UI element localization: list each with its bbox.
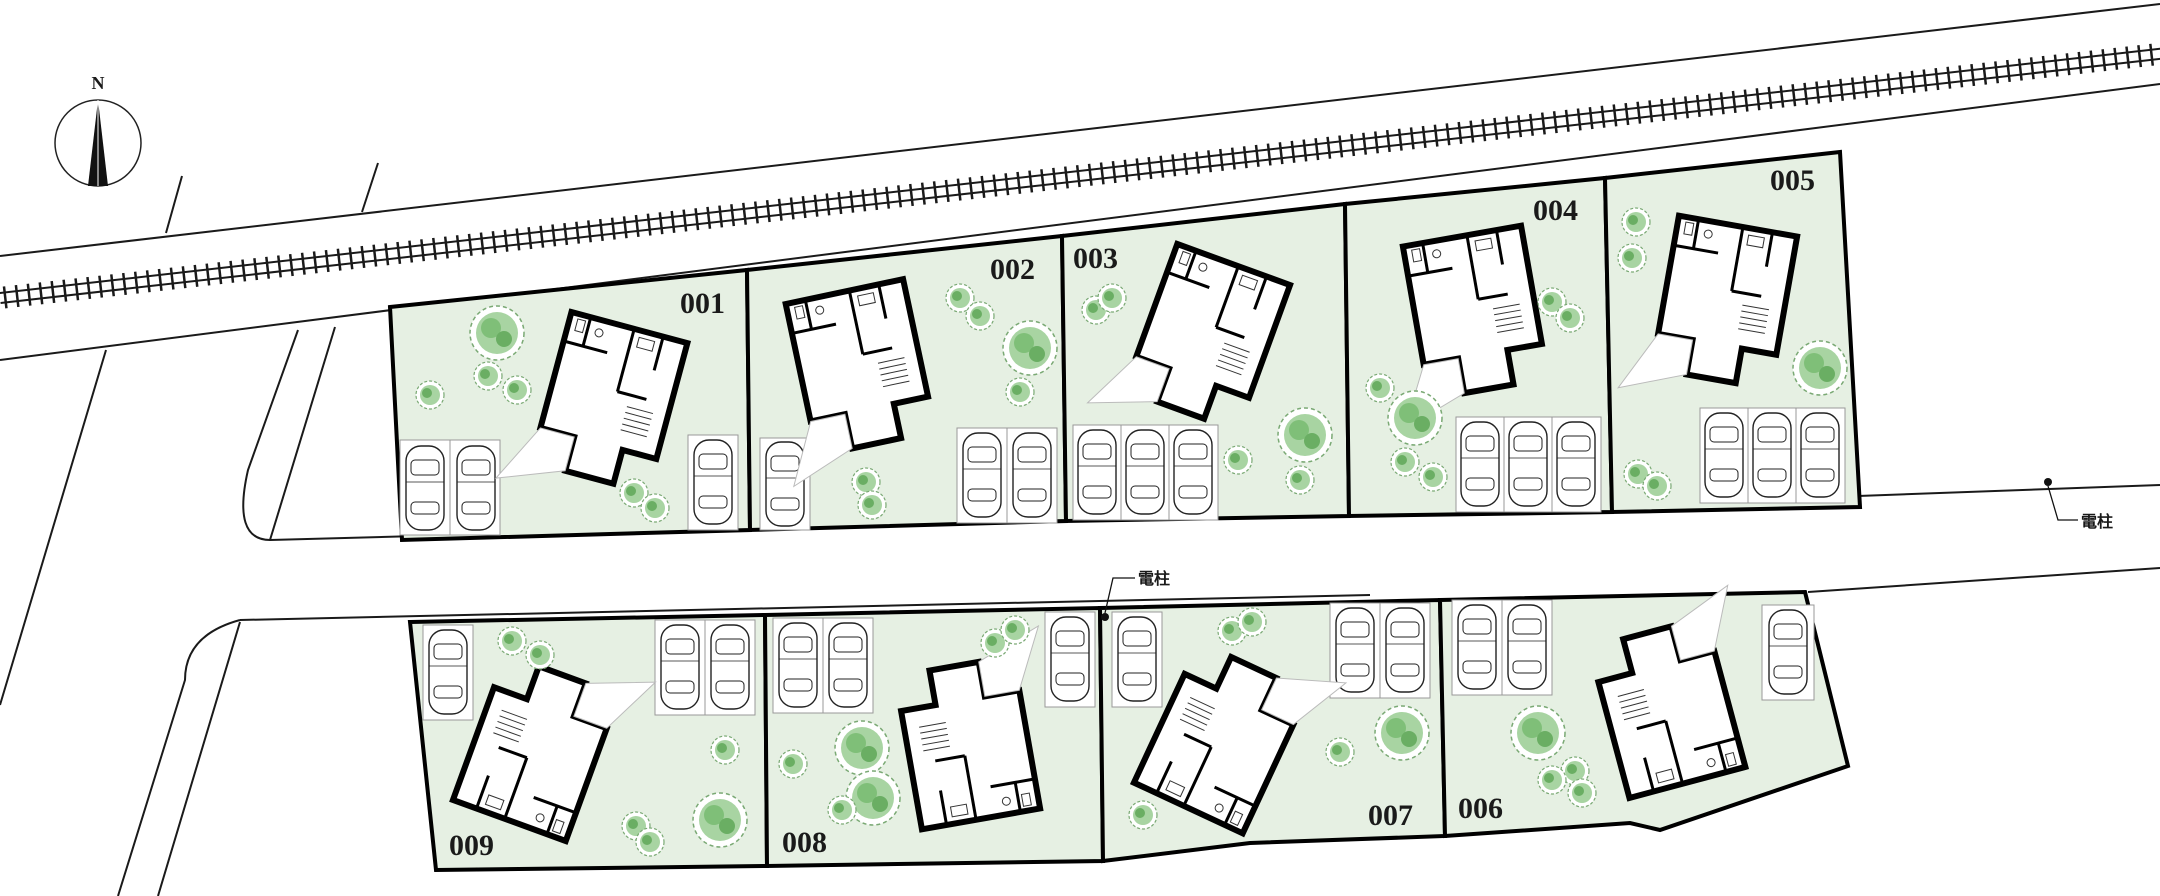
parking-004 bbox=[1455, 416, 1602, 513]
north-label: N bbox=[92, 73, 105, 93]
parking-003 bbox=[1072, 424, 1219, 521]
railway bbox=[0, 3, 2160, 361]
parking-008 bbox=[772, 611, 1096, 714]
railway-track bbox=[0, 39, 2160, 309]
lot-label-009: 009 bbox=[449, 829, 494, 862]
parking-005 bbox=[1699, 407, 1846, 504]
parking bbox=[399, 407, 1846, 721]
parking-001 bbox=[399, 434, 739, 536]
lot-label-003: 003 bbox=[1073, 242, 1118, 275]
lot-label-008: 008 bbox=[782, 826, 827, 859]
parking-002 bbox=[759, 427, 1058, 531]
lot-label-004: 004 bbox=[1533, 194, 1578, 227]
utility-pole-east: 電柱 bbox=[2044, 478, 2113, 531]
utility-pole-label: 電柱 bbox=[1138, 569, 1170, 588]
lot-label-006: 006 bbox=[1458, 792, 1503, 825]
parking-006 bbox=[1451, 599, 1815, 701]
lot-labels: 001 002 003 004 005 006 007 008 009 bbox=[449, 164, 1815, 862]
parking-007 bbox=[1111, 602, 1431, 708]
lot-label-001: 001 bbox=[680, 287, 725, 320]
lot-label-007: 007 bbox=[1368, 799, 1413, 832]
utility-pole-label: 電柱 bbox=[2081, 512, 2113, 531]
utility-pole-center: 電柱 bbox=[1101, 569, 1170, 621]
lot-label-005: 005 bbox=[1770, 164, 1815, 197]
road-lines bbox=[0, 326, 2160, 896]
lot-label-002: 002 bbox=[990, 253, 1035, 286]
parking-009 bbox=[422, 619, 756, 721]
north-compass: N bbox=[54, 73, 142, 187]
